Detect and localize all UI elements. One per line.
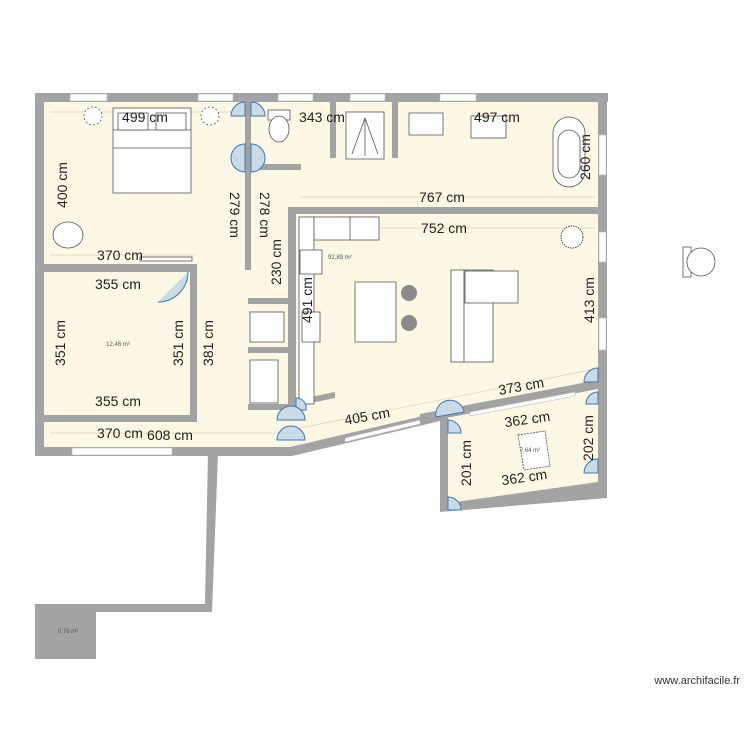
dim-label: 278 cm (257, 192, 273, 238)
windows (69, 93, 607, 456)
watermark: www.archifacile.fr (653, 675, 740, 687)
outer-walls (35, 93, 608, 659)
sofa-icon (450, 269, 519, 363)
dim-label: 343 cm (299, 109, 345, 125)
sink-icon (470, 115, 507, 139)
area-label-living: 92,89 m² (328, 255, 352, 261)
dim-label: 362 cm (503, 408, 551, 430)
armchair-icon (52, 221, 84, 249)
wall-toilet-icon (682, 246, 716, 278)
toilet-icon (267, 109, 291, 143)
area-label-balcony: 7,64 m² (520, 448, 540, 454)
dim-label: 767 cm (419, 189, 465, 205)
dim-label: 279 cm (227, 192, 243, 238)
dim-label: 260 cm (577, 134, 593, 180)
nightstand-lamp-icon (83, 106, 103, 126)
dim-label: 499 cm (122, 109, 168, 125)
dim-label: 355 cm (95, 393, 141, 409)
dim-label: 202 cm (580, 415, 596, 461)
sliding-door-icon (139, 256, 193, 262)
sink-icon (301, 311, 321, 343)
dim-label: 351 cm (52, 320, 68, 366)
door-swing-icon (157, 101, 599, 511)
interior-walls (35, 102, 607, 422)
dim-label: 491 cm (299, 277, 315, 323)
kitchen-island-icon (354, 281, 397, 343)
area-label-closet: 0,78 m² (58, 629, 78, 635)
dim-label: 370 cm (97, 247, 143, 263)
dining-table-icon (517, 430, 551, 471)
area-label-bedroom: 12,46 m² (106, 342, 130, 348)
dryer-icon (249, 359, 279, 404)
dim-label: 400 cm (54, 162, 70, 208)
stool-icon (401, 315, 417, 331)
washing-machine-icon (249, 311, 285, 343)
shower-icon (345, 111, 385, 160)
stove-icon (299, 249, 323, 275)
bed-icon (112, 107, 192, 194)
dim-label: 355 cm (95, 276, 141, 292)
dimension-labels: 499 cm 343 cm 497 cm 260 cm 400 cm 279 c… (52, 109, 597, 488)
dim-label: 201 cm (458, 440, 474, 486)
nightstand-lamp-icon (200, 106, 220, 126)
dim-label: 373 cm (497, 374, 545, 398)
sink-icon (408, 112, 444, 136)
dim-label: 413 cm (581, 277, 597, 323)
dim-label: 362 cm (500, 466, 548, 488)
dim-label: 351 cm (170, 320, 186, 366)
plant-icon (560, 225, 584, 249)
dim-label: 370 cm (97, 425, 143, 441)
bathtub-icon (552, 116, 586, 188)
dim-label: 497 cm (474, 109, 520, 125)
kitchen-counter-icon (298, 216, 380, 405)
stool-icon (401, 285, 417, 301)
dim-label: 752 cm (421, 220, 467, 236)
dim-label: 381 cm (200, 320, 216, 366)
dim-label: 608 cm (147, 427, 193, 443)
dim-label: 230 cm (268, 239, 284, 285)
dim-label: 405 cm (343, 404, 391, 428)
dimension-lines (50, 111, 595, 434)
